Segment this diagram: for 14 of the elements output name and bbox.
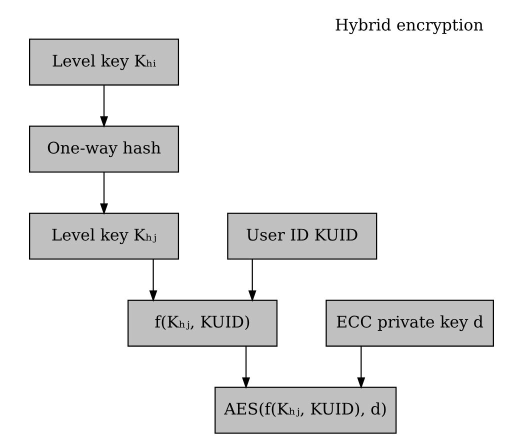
node-box: One-way hash: [29, 126, 180, 173]
arrow: [248, 260, 256, 302]
arrow: [149, 260, 158, 302]
node-box: Level key Kₕᵢ: [29, 38, 180, 86]
node-box: Level key Kₕⱼ: [29, 212, 180, 260]
arrow: [357, 346, 366, 389]
node-box: User ID KUID: [227, 212, 378, 260]
arrow: [100, 172, 108, 215]
node-box: f(Kₕⱼ, KUID): [128, 300, 278, 347]
diagram-title: Hybrid encryption: [334, 15, 484, 34]
node-box: AES(f(Kₕⱼ, KUID), d): [214, 386, 397, 434]
node-box: ECC private key d: [326, 300, 494, 347]
arrow: [100, 85, 108, 128]
arrow: [242, 346, 250, 389]
